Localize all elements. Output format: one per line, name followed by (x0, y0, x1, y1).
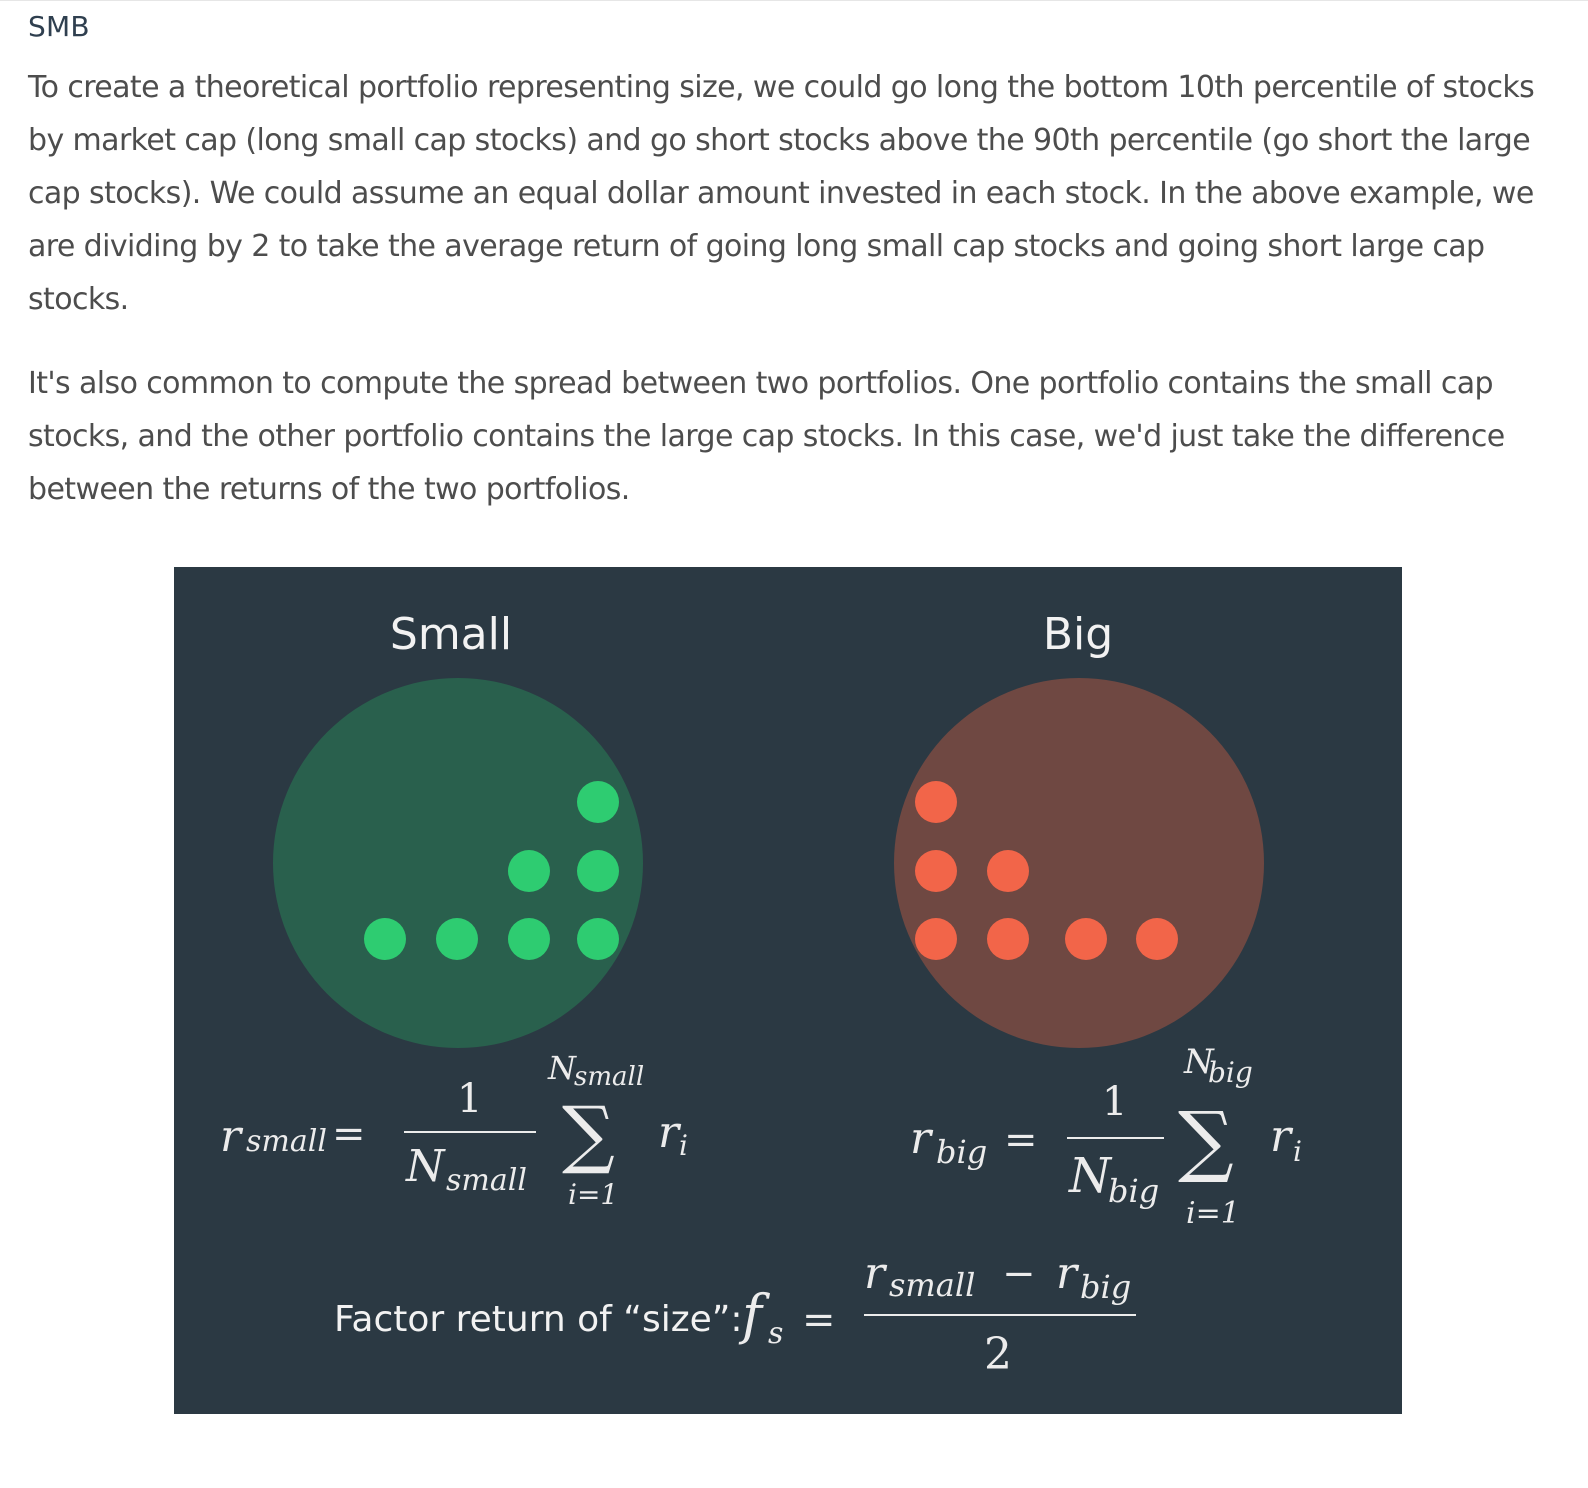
formula-big-sum-upper-sub: big (1208, 1056, 1253, 1089)
formula-small-numerator: 1 (457, 1076, 482, 1122)
small-stock-dot (577, 918, 619, 960)
big-stock-dot (1065, 918, 1107, 960)
paragraph-spread: It's also common to compute the spread b… (28, 366, 1505, 507)
formula-small-lhs-r: r (220, 1111, 244, 1162)
formula-small-sum-upper-N: N (547, 1049, 577, 1087)
factor-equals: = (802, 1297, 836, 1343)
big-stock-dot (915, 918, 957, 960)
big-label: Big (1043, 609, 1113, 660)
formula-small-sum-lower: i=1 (568, 1178, 618, 1211)
formula-big-numerator: 1 (1102, 1079, 1127, 1125)
formula-small-den-N: N (405, 1141, 446, 1192)
paragraph-portfolio-construction: To create a theoretical portfolio repres… (28, 70, 1535, 317)
smb-diagram: Small Big r small = (174, 567, 1402, 1414)
formula-small-lhs-sub: small (246, 1124, 327, 1159)
factor-f: f (738, 1283, 770, 1346)
factor-label: Factor return of “size”: (334, 1299, 743, 1340)
formula-small-equals: = (332, 1111, 366, 1157)
formula-small-term-r: r (658, 1107, 682, 1158)
section-heading: SMB (28, 10, 90, 43)
factor-f-sub: s (768, 1316, 783, 1351)
big-stock-dot (987, 850, 1029, 892)
formula-big-sum-upper-N: N (1183, 1042, 1215, 1082)
top-divider (0, 0, 1588, 1)
formula-big-den-sub: big (1108, 1172, 1159, 1210)
smb-diagram-svg: Small Big r small = (220, 609, 1302, 1380)
small-stock-dot (577, 850, 619, 892)
formula-big-term-sub: i (1293, 1135, 1302, 1168)
formula-big-return: r big = 1 N big N big ∑ i=1 r i (910, 1042, 1302, 1231)
formula-big-lhs-sub: big (936, 1133, 987, 1171)
big-stock-dot (1136, 918, 1178, 960)
factor-minus: − (1002, 1251, 1036, 1297)
small-stock-dots (364, 781, 619, 960)
big-portfolio-circle (894, 678, 1264, 1048)
small-stock-dot (577, 781, 619, 823)
formula-small-term-sub: i (679, 1129, 688, 1162)
big-stock-dot (915, 850, 957, 892)
factor-num-sub2: big (1080, 1268, 1131, 1306)
formula-small-den-sub: small (446, 1163, 527, 1198)
formula-big-sum-lower: i=1 (1186, 1196, 1240, 1231)
small-stock-dot (508, 850, 550, 892)
formula-small-sum-symbol: ∑ (562, 1091, 615, 1177)
formula-factor-return: Factor return of “size”: f s = r small −… (334, 1248, 1136, 1380)
small-stock-dot (508, 918, 550, 960)
formula-big-equals: = (1004, 1117, 1038, 1163)
small-stock-dot (436, 918, 478, 960)
factor-denominator: 2 (984, 1329, 1012, 1380)
formula-small-return: r small = 1 N small N small ∑ i=1 r i (220, 1049, 688, 1211)
small-label: Small (390, 609, 512, 660)
formula-big-lhs-r: r (910, 1113, 934, 1164)
big-stock-dots (915, 781, 1178, 960)
factor-num-r1: r (864, 1248, 888, 1299)
formula-big-term-r: r (1270, 1111, 1294, 1162)
formula-small-sum-upper-sub: small (574, 1062, 644, 1092)
small-stock-dot (364, 918, 406, 960)
small-portfolio-circle (273, 678, 643, 1048)
factor-num-r2: r (1056, 1248, 1080, 1299)
big-stock-dot (915, 781, 957, 823)
big-stock-dot (987, 918, 1029, 960)
formula-big-sum-symbol: ∑ (1178, 1096, 1234, 1186)
factor-num-sub1: small (889, 1266, 975, 1304)
formula-big-den-N: N (1068, 1148, 1113, 1204)
